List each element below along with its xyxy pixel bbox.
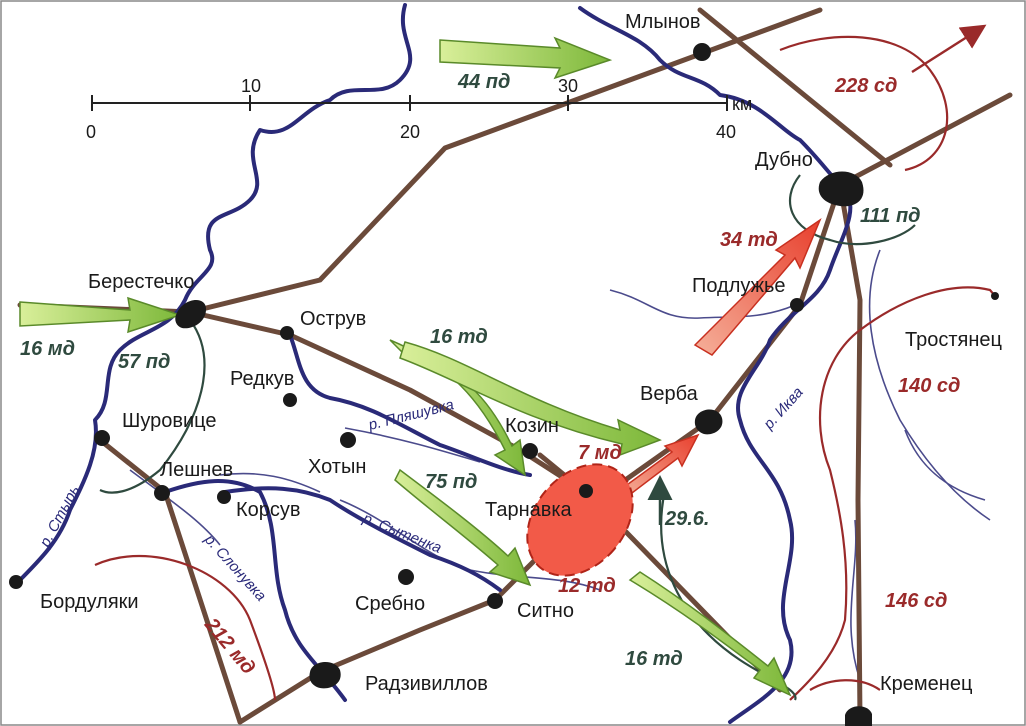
scale-tick-40: 40	[716, 122, 736, 142]
label-khotyn: Хотын	[308, 456, 366, 478]
label-leshnev: Лешнев	[160, 459, 233, 481]
attack-arrow-75pd	[394, 468, 532, 587]
label-shurovitse: Шуровице	[122, 410, 217, 432]
label-tarnavka: Тарнавка	[485, 499, 573, 521]
label-trostyanets: Тростянец	[905, 329, 1002, 351]
river-ikva	[578, 6, 853, 724]
label-radzivillov: Радзивиллов	[365, 673, 488, 695]
city-marker-kozin	[522, 443, 538, 459]
city-marker-korsuv	[217, 490, 231, 504]
scale-tick-10: 10	[241, 76, 261, 96]
river-styr	[16, 3, 413, 584]
settlements	[9, 43, 999, 726]
rivers	[16, 3, 853, 724]
label-redkuv: Редкув	[230, 368, 294, 390]
city-marker-mlynov	[693, 43, 711, 61]
label-mlynov: Млынов	[625, 11, 701, 33]
label-river-ikva: р. Иква	[760, 384, 807, 434]
unit-75pd: 75 пд	[425, 471, 477, 493]
attack-arrow-44pd	[439, 36, 613, 80]
scale-tick-0: 0	[86, 122, 96, 142]
unit-29br: 29.6.	[664, 508, 709, 530]
label-kremenets: Кременец	[880, 673, 972, 695]
unit-228sd: 228 сд	[834, 75, 897, 97]
battle-area-tarnavka	[526, 463, 634, 577]
label-river-sytenka: р. Сытенка	[360, 510, 444, 557]
unit-57pd: 57 пд	[118, 351, 170, 373]
city-marker-ostruv	[280, 326, 294, 340]
label-verba: Верба	[640, 383, 699, 405]
label-berestechko: Берестечко	[88, 271, 194, 293]
city-marker-bordulyaki	[9, 575, 23, 589]
streams	[129, 249, 991, 681]
river-plyashchuvka	[288, 333, 532, 477]
city-marker-trostyanets	[991, 292, 999, 300]
city-marker-dubno	[818, 171, 864, 207]
unit-16md: 16 мд	[20, 338, 75, 360]
label-korsuv: Корсув	[236, 499, 301, 521]
river-sytenka	[223, 486, 502, 592]
city-marker-sitno	[487, 593, 503, 609]
city-marker-khotyn	[340, 432, 356, 448]
unit-44pd: 44 пд	[457, 71, 510, 93]
sd228-withdraw-arrow	[911, 24, 987, 74]
label-podluzhye: Подлужье	[692, 275, 786, 297]
label-river-styr: р. Стырь	[36, 482, 83, 550]
front-lines	[94, 35, 996, 701]
city-marker-verba	[694, 409, 723, 435]
city-marker-shurovitse	[94, 430, 110, 446]
city-marker-redkuv	[283, 393, 297, 407]
scale-unit: км	[732, 94, 752, 114]
german-attack-arrows	[19, 36, 792, 697]
scale-tick-30: 30	[558, 76, 578, 96]
city-marker-podluzhye	[790, 298, 804, 312]
label-sitno: Ситно	[517, 600, 574, 622]
attack-arrow-16md	[19, 296, 183, 334]
label-dubno: Дубно	[755, 149, 813, 171]
unit-140sd: 140 сд	[898, 375, 960, 397]
label-ostruv: Острув	[300, 308, 366, 330]
attack-arrow-7td	[618, 433, 700, 497]
attack-arrow-34td	[693, 217, 822, 356]
attack-arrow-16td-north-b	[399, 341, 662, 457]
city-marker-leshnev	[154, 485, 170, 501]
city-marker-kremenets	[845, 706, 872, 726]
unit-7td: 7 мд	[578, 442, 622, 464]
unit-34td: 34 тд	[720, 229, 778, 251]
attack-arrow-16td-south	[628, 571, 792, 697]
river-slonuvka	[163, 479, 347, 702]
unit-16td-north: 16 тд	[430, 326, 488, 348]
unit-labels: 44 пд 228 сд 111 пд 34 тд 16 мд 57 пд 16…	[20, 71, 960, 679]
city-labels: Млынов Дубно Берестечко Острув Редкув По…	[40, 11, 1002, 695]
unit-111pd: 111 пд	[860, 205, 921, 227]
unit-16td-south: 16 тд	[625, 648, 683, 670]
unit-146sd: 146 сд	[885, 590, 947, 612]
soviet-attack-arrows	[618, 24, 987, 525]
label-kozin: Козин	[505, 415, 559, 437]
scale-tick-20: 20	[400, 122, 420, 142]
scale-bar: 0 10 20 30 40 км	[86, 76, 752, 142]
city-marker-berestechko	[175, 299, 207, 329]
label-srebno: Сребно	[355, 593, 425, 615]
city-marker-srebno	[398, 569, 414, 585]
unit-12td: 12 тд	[558, 575, 616, 597]
label-river-slonuvka: р. Слонувка	[200, 531, 269, 605]
label-bordulyaki: Бордуляки	[40, 591, 139, 613]
city-marker-tarnavka	[579, 484, 593, 498]
city-marker-radzivillov	[309, 661, 341, 689]
